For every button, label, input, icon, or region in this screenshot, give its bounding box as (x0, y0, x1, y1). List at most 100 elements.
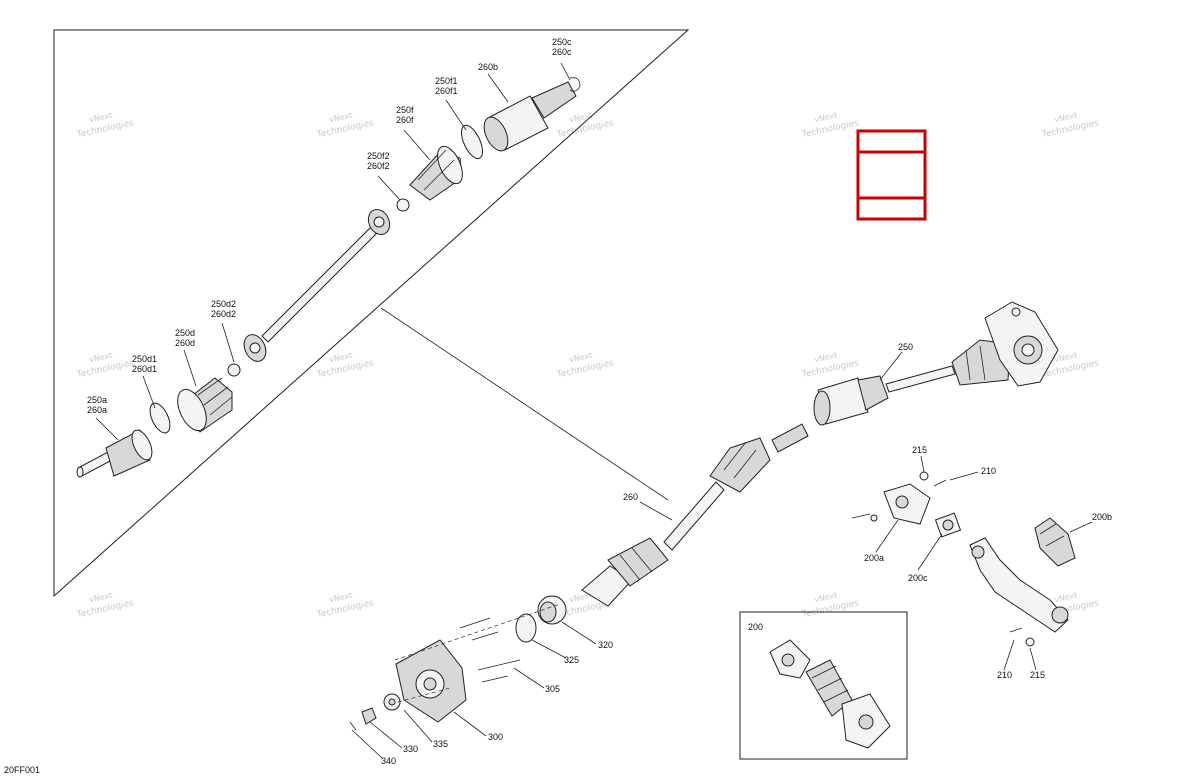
hub-nut-part[interactable] (361, 707, 377, 725)
callout-215-bottom[interactable]: 215 (1030, 670, 1045, 680)
callout-200c[interactable]: 200c (908, 573, 928, 583)
callout-260d1[interactable]: 260d1 (132, 364, 157, 374)
callout-260f[interactable]: 260f (396, 115, 414, 125)
center-spline-part[interactable] (771, 423, 809, 453)
assembled-drive-shaft (581, 301, 1059, 607)
boot-upper-part[interactable] (409, 143, 468, 201)
tripod-joint-part[interactable] (240, 331, 270, 365)
callout-260c[interactable]: 260c (552, 47, 572, 57)
callout-250c[interactable]: 250c (552, 37, 572, 47)
svg-text:Technologies: Technologies (800, 598, 860, 620)
callout-340[interactable]: 340 (381, 756, 396, 766)
svg-text:Technologies: Technologies (75, 358, 135, 380)
second-shaft-part[interactable] (885, 365, 956, 393)
clamp-ring-upper-part[interactable] (457, 122, 487, 161)
clamp-ring-part[interactable] (146, 400, 174, 436)
callout-215-top[interactable]: 215 (912, 445, 927, 455)
boot-lower-part[interactable] (172, 377, 233, 435)
callout-260f1[interactable]: 260f1 (435, 86, 458, 96)
exploded-view-leader (380, 307, 669, 501)
differential-boot-part[interactable] (951, 339, 1011, 386)
callout-250f[interactable]: 250f (396, 105, 414, 115)
exploded-drive-shaft (76, 77, 581, 478)
svg-text:vNext: vNext (328, 591, 353, 605)
svg-text:Technologies: Technologies (800, 358, 860, 380)
propeller-shaft-part[interactable] (969, 537, 1069, 633)
small-clamp-upper-part[interactable] (396, 198, 410, 212)
callout-260b[interactable]: 260b (478, 62, 498, 72)
callout-305[interactable]: 305 (545, 684, 560, 694)
callout-250a[interactable]: 250a (87, 395, 107, 405)
differential-housing-part[interactable] (984, 301, 1059, 387)
bearing-part[interactable] (537, 595, 567, 625)
callout-250d[interactable]: 250d (175, 328, 195, 338)
callout-200a[interactable]: 200a (864, 553, 884, 563)
cotter-pin-part[interactable] (349, 721, 357, 731)
wheel-hub-part[interactable] (395, 639, 467, 723)
callout-330[interactable]: 330 (403, 744, 418, 754)
main-shaft-part[interactable] (663, 481, 725, 551)
yoke-part[interactable] (883, 483, 931, 525)
joint-housing-part[interactable] (479, 81, 577, 155)
callout-250[interactable]: 250 (898, 342, 913, 352)
circlip-ring-part[interactable] (515, 613, 537, 643)
circlip-part[interactable] (569, 77, 581, 92)
callout-260f2[interactable]: 260f2 (367, 161, 390, 171)
callout-210-bottom[interactable]: 210 (997, 670, 1012, 680)
splined-stub-part[interactable] (76, 427, 156, 478)
callout-250f1[interactable]: 250f1 (435, 76, 458, 86)
cross-joint-part[interactable] (934, 512, 962, 538)
callout-260[interactable]: 260 (623, 492, 638, 502)
svg-text:vNext: vNext (1053, 591, 1078, 605)
callout-250f2[interactable]: 250f2 (367, 151, 390, 161)
hub-bearing-group (349, 595, 567, 731)
inset-frame (739, 611, 908, 760)
svg-text:vNext: vNext (328, 111, 353, 125)
callout-250d2[interactable]: 250d2 (211, 299, 236, 309)
inset-propeller-shaft: 200 (739, 611, 908, 760)
outer-cv-joint-part[interactable] (581, 537, 669, 607)
inner-joint-part[interactable] (364, 206, 393, 238)
svg-text:vNext: vNext (568, 351, 593, 365)
hub-washer-part[interactable] (383, 693, 401, 711)
svg-text:Technologies: Technologies (1040, 118, 1100, 140)
inset-shaft-part[interactable] (769, 639, 891, 749)
svg-text:Technologies: Technologies (800, 118, 860, 140)
callout-260a[interactable]: 260a (87, 405, 107, 415)
small-clamp-part[interactable] (227, 363, 241, 377)
callout-260d[interactable]: 260d (175, 338, 195, 348)
callout-200b[interactable]: 200b (1092, 512, 1112, 522)
svg-text:vNext: vNext (88, 111, 113, 125)
hub-studs[interactable] (459, 617, 521, 683)
svg-text:vNext: vNext (813, 591, 838, 605)
svg-text:Technologies: Technologies (75, 118, 135, 140)
callout-300[interactable]: 300 (488, 732, 503, 742)
inner-shaft-part[interactable] (261, 221, 383, 343)
propeller-bolts[interactable] (851, 471, 1035, 647)
svg-text:vNext: vNext (1053, 111, 1078, 125)
callout-325[interactable]: 325 (564, 655, 579, 665)
callout-250d1[interactable]: 250d1 (132, 354, 157, 364)
propeller-boot-part[interactable] (1034, 517, 1076, 567)
callout-320[interactable]: 320 (598, 640, 613, 650)
highlight-marker[interactable] (856, 129, 927, 221)
svg-text:vNext: vNext (813, 111, 838, 125)
svg-text:Technologies: Technologies (75, 598, 135, 620)
svg-text:vNext: vNext (813, 351, 838, 365)
callout-210-top[interactable]: 210 (981, 466, 996, 476)
callout-260d2[interactable]: 260d2 (211, 309, 236, 319)
callout-335[interactable]: 335 (433, 739, 448, 749)
inner-cv-housing-part[interactable] (813, 377, 869, 426)
inner-boot-part[interactable] (857, 375, 889, 411)
middle-boot-part[interactable] (709, 437, 771, 493)
